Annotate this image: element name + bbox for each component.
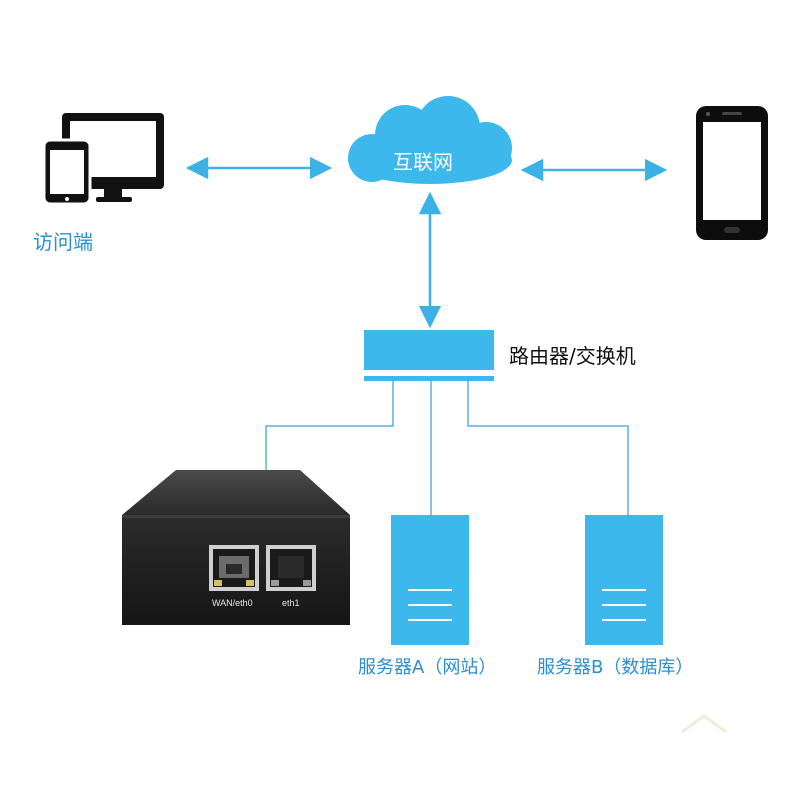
- router-switch-icon: [364, 330, 494, 381]
- port-eth1-label: eth1: [282, 598, 300, 608]
- gateway-box-icon: [122, 470, 350, 625]
- port-eth1-icon: [266, 545, 316, 591]
- port-wan-icon: [209, 545, 259, 591]
- access-label: 访问端: [33, 230, 93, 254]
- decorative-mark: [681, 714, 727, 734]
- cloud-label: 互联网: [393, 150, 453, 174]
- server-b-label: 服务器B（数据库）: [537, 657, 694, 678]
- router-connections: [265, 381, 629, 515]
- server-b-icon: [585, 515, 663, 645]
- tablet-icon: [42, 138, 92, 206]
- router-label: 路由器/交换机: [509, 344, 636, 368]
- port-wan-label: WAN/eth0: [212, 598, 253, 608]
- server-a-label: 服务器A（网站）: [358, 657, 497, 678]
- smartphone-icon: [696, 106, 768, 240]
- server-a-icon: [391, 515, 469, 645]
- cloud-icon: [348, 96, 512, 184]
